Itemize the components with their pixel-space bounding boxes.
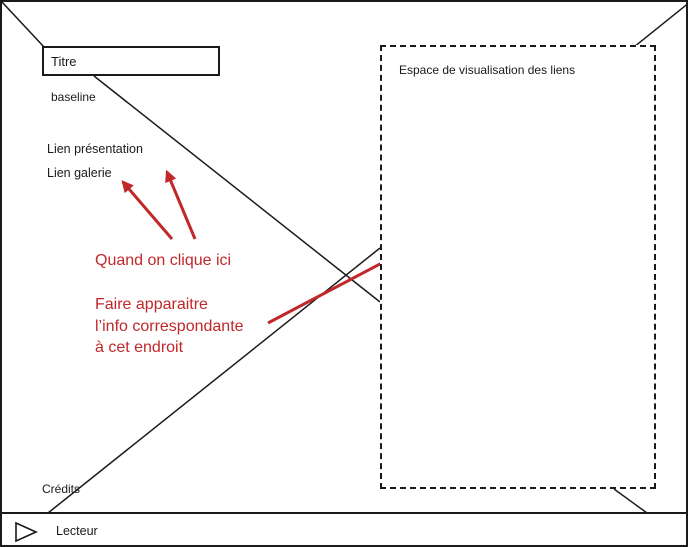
corner-diagonal-top-left [2,2,45,48]
arrow-to-lien-presentation [165,169,197,240]
play-icon[interactable] [14,521,40,543]
links-viewer-area: Espace de visualisation des liens [380,45,656,489]
arrow-to-lien-galerie [121,180,174,240]
corner-diagonal-bottom-right [613,488,648,514]
annotation-display-note-line-3: à cet endroit [95,339,184,356]
annotation-display-note-line-1: Faire apparaitre [95,296,208,313]
corner-diagonal-top-right [633,4,686,48]
baseline-text: baseline [51,90,96,104]
diagonal-from-title [93,75,381,303]
player-label: Lecteur [56,524,98,538]
arrow-to-viewer [267,253,400,325]
credits-link[interactable]: Crédits [42,482,81,496]
nav-link-presentation[interactable]: Lien présentation [47,142,143,156]
title-box: Titre [42,46,220,76]
viewer-label: Espace de visualisation des liens [399,63,576,77]
page-title: Titre [51,54,77,69]
annotation-display-note-line-2: l’info correspondante [95,317,244,335]
nav-link-galerie[interactable]: Lien galerie [47,166,112,180]
player-bar: Lecteur [2,512,686,545]
diagonal-from-credits [47,247,381,514]
annotation-click-note: Quand on clique ici [95,252,232,269]
